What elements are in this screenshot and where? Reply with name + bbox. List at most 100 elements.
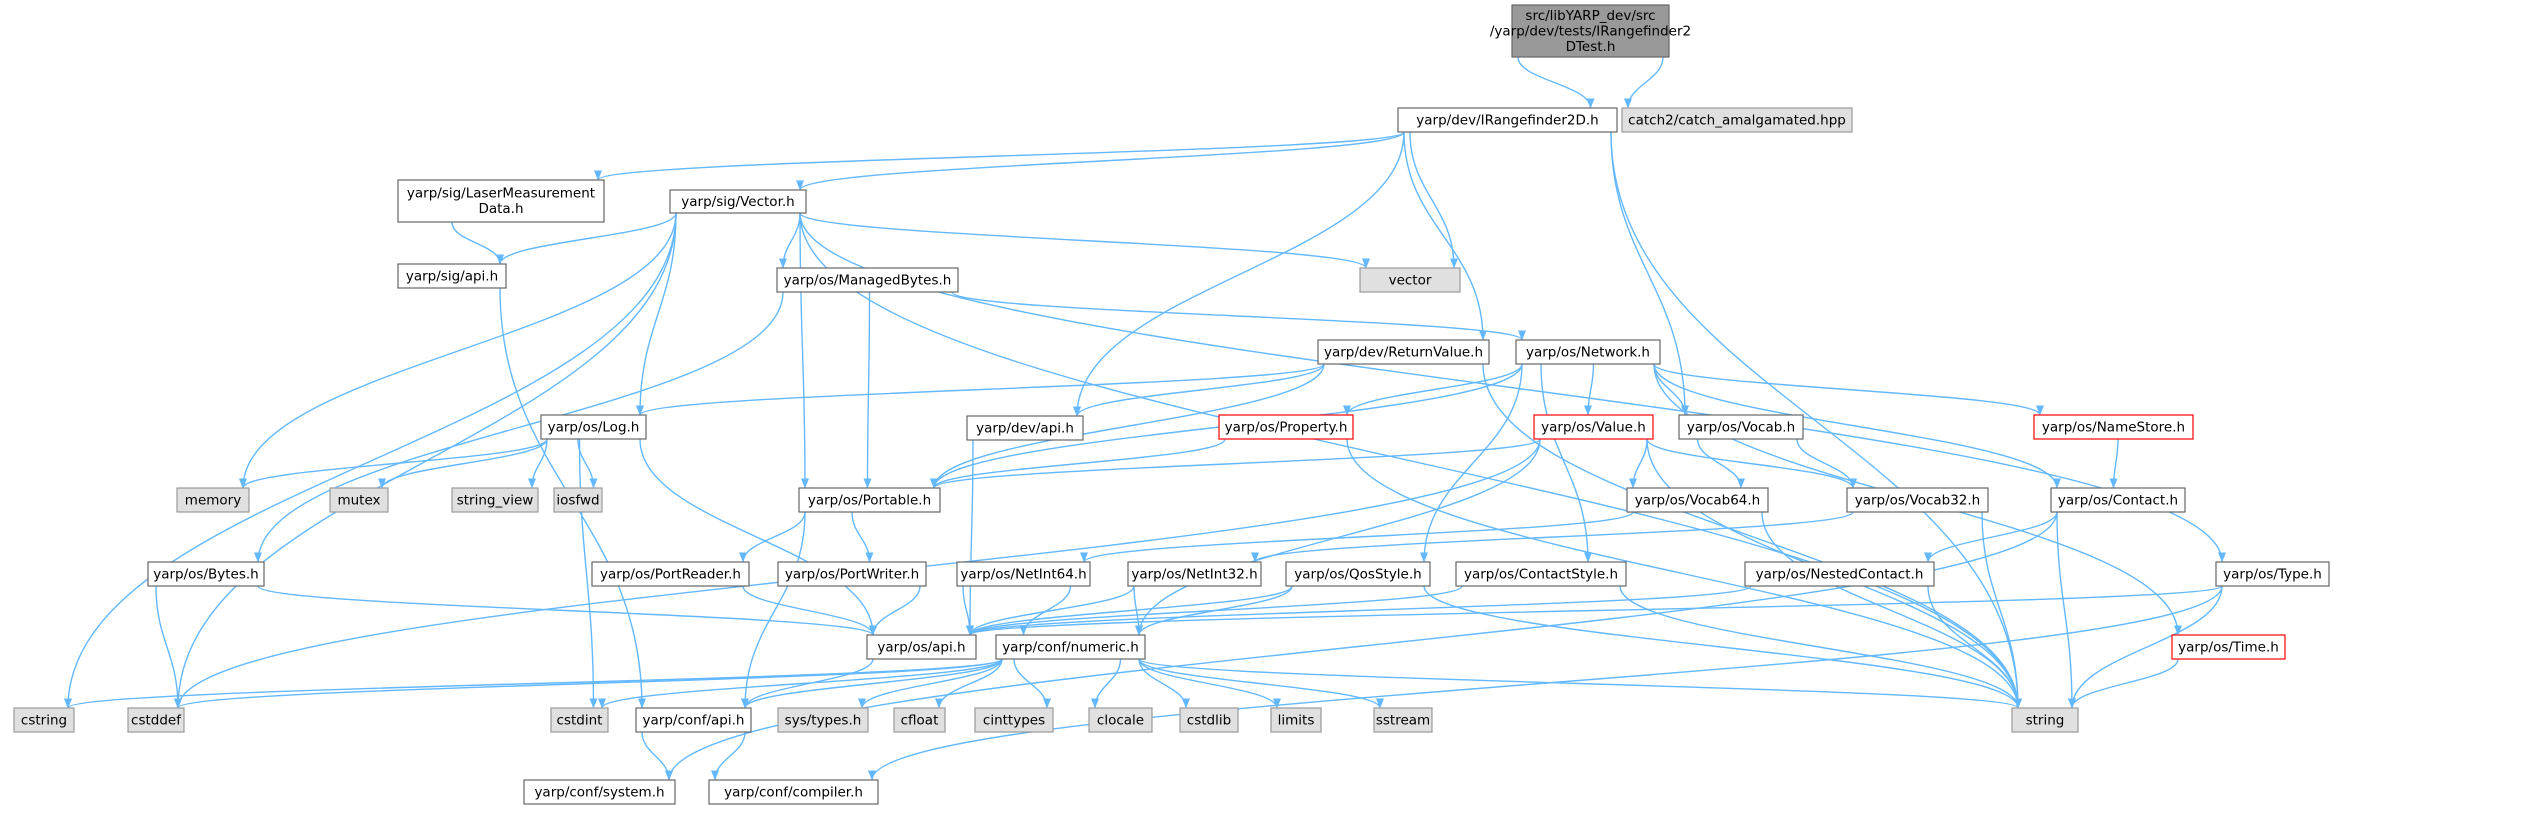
node-label: cstdint: [557, 712, 603, 728]
edge-retval-to-log: [636, 363, 1325, 416]
node-devapi[interactable]: yarp/dev/api.h: [966, 415, 1084, 441]
node-box: [1678, 414, 1804, 440]
edge-root-to-catch: [1624, 56, 1664, 109]
node-label: yarp/os/Log.h: [548, 419, 640, 435]
node-box: [1533, 414, 1654, 440]
node-box: [591, 561, 750, 587]
node-box: [1846, 487, 1989, 513]
node-cinttypes: cinttypes: [974, 707, 1054, 733]
node-label: yarp/os/ContactStyle.h: [1464, 566, 1618, 582]
node-numeric[interactable]: yarp/conf/numeric.h: [995, 634, 1146, 660]
node-cstddef: cstddef: [127, 707, 185, 733]
node-label: yarp/os/Value.h: [1541, 419, 1646, 435]
node-vocab32[interactable]: yarp/os/Vocab32.h: [1846, 487, 1989, 513]
node-confapi[interactable]: yarp/conf/api.h: [635, 707, 752, 733]
node-portable[interactable]: yarp/os/Portable.h: [798, 487, 941, 513]
node-network[interactable]: yarp/os/Network.h: [1515, 339, 1661, 365]
node-label: yarp/conf/compiler.h: [724, 784, 863, 800]
edge-bytes-to-cstddef: [155, 585, 182, 709]
node-property[interactable]: yarp/os/Property.h: [1218, 414, 1354, 440]
node-cstdint: cstdint: [550, 707, 609, 733]
edge-numeric-to-confapi: [741, 658, 1003, 709]
node-system[interactable]: yarp/conf/system.h: [523, 779, 676, 805]
node-box: [798, 487, 941, 513]
edge-vocab32-to-ni32: [1251, 511, 1854, 563]
edge-vocab-to-vocab32: [1796, 438, 1857, 489]
node-ncontact[interactable]: yarp/os/NestedContact.h: [1744, 561, 1935, 587]
edge-type-to-string: [2068, 585, 2223, 709]
node-box: [777, 561, 927, 587]
edge-laser-to-sigapi: [451, 221, 504, 265]
edge-log-to-mutex: [378, 438, 548, 489]
node-bytes[interactable]: yarp/os/Bytes.h: [147, 561, 265, 587]
node-retval[interactable]: yarp/dev/ReturnValue.h: [1317, 339, 1490, 365]
node-label: yarp/os/NetInt64.h: [960, 566, 1086, 582]
node-box: [1359, 267, 1461, 293]
node-sstream: sstream: [1373, 707, 1433, 733]
node-value[interactable]: yarp/os/Value.h: [1533, 414, 1654, 440]
edge-confapi-to-system: [641, 731, 673, 781]
node-cstyle[interactable]: yarp/os/ContactStyle.h: [1455, 561, 1627, 587]
node-time[interactable]: yarp/os/Time.h: [2171, 634, 2286, 660]
node-ni64[interactable]: yarp/os/NetInt64.h: [956, 561, 1091, 587]
edge-vec-to-cstring: [64, 212, 677, 709]
edge-property-to-string: [1346, 438, 2022, 709]
edge-numeric-to-string: [1138, 658, 2022, 709]
node-label: yarp/os/api.h: [877, 639, 965, 655]
node-ni32[interactable]: yarp/os/NetInt32.h: [1127, 561, 1262, 587]
node-osapi[interactable]: yarp/os/api.h: [866, 634, 977, 660]
node-cstdlib: cstdlib: [1179, 707, 1239, 733]
edge-network-to-qos: [1420, 363, 1523, 563]
node-type[interactable]: yarp/os/Type.h: [2215, 561, 2330, 587]
edge-log-to-memory: [239, 438, 548, 489]
node-label: yarp/conf/numeric.h: [1002, 639, 1139, 655]
node-pwriter[interactable]: yarp/os/PortWriter.h: [777, 561, 927, 587]
node-box: [1218, 414, 1354, 440]
node-compiler[interactable]: yarp/conf/compiler.h: [708, 779, 879, 805]
node-box: [1270, 707, 1322, 733]
node-box: [1455, 561, 1627, 587]
edge-value-to-portable: [930, 438, 1541, 489]
edge-retval-to-string: [1482, 363, 2022, 709]
node-contact[interactable]: yarp/os/Contact.h: [2050, 487, 2186, 513]
node-box: [451, 487, 539, 513]
node-irf[interactable]: yarp/dev/IRangefinder2D.h: [1397, 107, 1618, 133]
node-label: cinttypes: [983, 712, 1045, 728]
node-sigapi[interactable]: yarp/sig/api.h: [397, 263, 507, 289]
edge-irf-to-string: [1610, 131, 2022, 709]
node-label: yarp/os/Bytes.h: [153, 566, 259, 582]
edge-numeric-to-clocale: [1091, 658, 1122, 709]
node-label: yarp/os/Contact.h: [2058, 492, 2178, 508]
node-log[interactable]: yarp/os/Log.h: [540, 414, 647, 440]
node-mbytes[interactable]: yarp/os/ManagedBytes.h: [776, 267, 959, 293]
node-label: sstream: [1376, 712, 1430, 728]
node-box: [956, 561, 1091, 587]
node-vector: vector: [1359, 267, 1461, 293]
node-vocab[interactable]: yarp/os/Vocab.h: [1678, 414, 1804, 440]
node-box: [2033, 414, 2194, 440]
edge-cstyle-to-string: [1619, 585, 2022, 709]
node-qos[interactable]: yarp/os/QosStyle.h: [1285, 561, 1431, 587]
edge-log-to-osapi: [639, 438, 877, 636]
edge-numeric-to-limits: [1138, 658, 1281, 709]
node-memory: memory: [176, 487, 250, 513]
edge-pwriter-to-osapi: [869, 585, 921, 636]
edge-ncontact-to-string: [1927, 585, 2022, 709]
node-vocab64[interactable]: yarp/os/Vocab64.h: [1626, 487, 1769, 513]
edge-time-to-string: [2068, 658, 2179, 709]
node-vec[interactable]: yarp/sig/Vector.h: [669, 189, 807, 214]
node-label: string_view: [457, 492, 534, 508]
edge-irf-to-devapi: [1073, 131, 1405, 417]
node-preader[interactable]: yarp/os/PortReader.h: [591, 561, 750, 587]
edge-devapi-to-osapi: [966, 439, 975, 636]
node-catch: catch2/catch_amalgamated.hpp: [1621, 107, 1853, 133]
node-box: [776, 267, 959, 293]
node-label: yarp/conf/system.h: [534, 784, 664, 800]
node-label: yarp/dev/api.h: [976, 420, 1074, 436]
edge-irf-to-retval: [1403, 131, 1487, 341]
node-namestore[interactable]: yarp/os/NameStore.h: [2033, 414, 2194, 440]
node-box: [2050, 487, 2186, 513]
edge-portable-to-preader: [739, 511, 806, 563]
edge-confapi-to-compiler: [711, 731, 746, 781]
